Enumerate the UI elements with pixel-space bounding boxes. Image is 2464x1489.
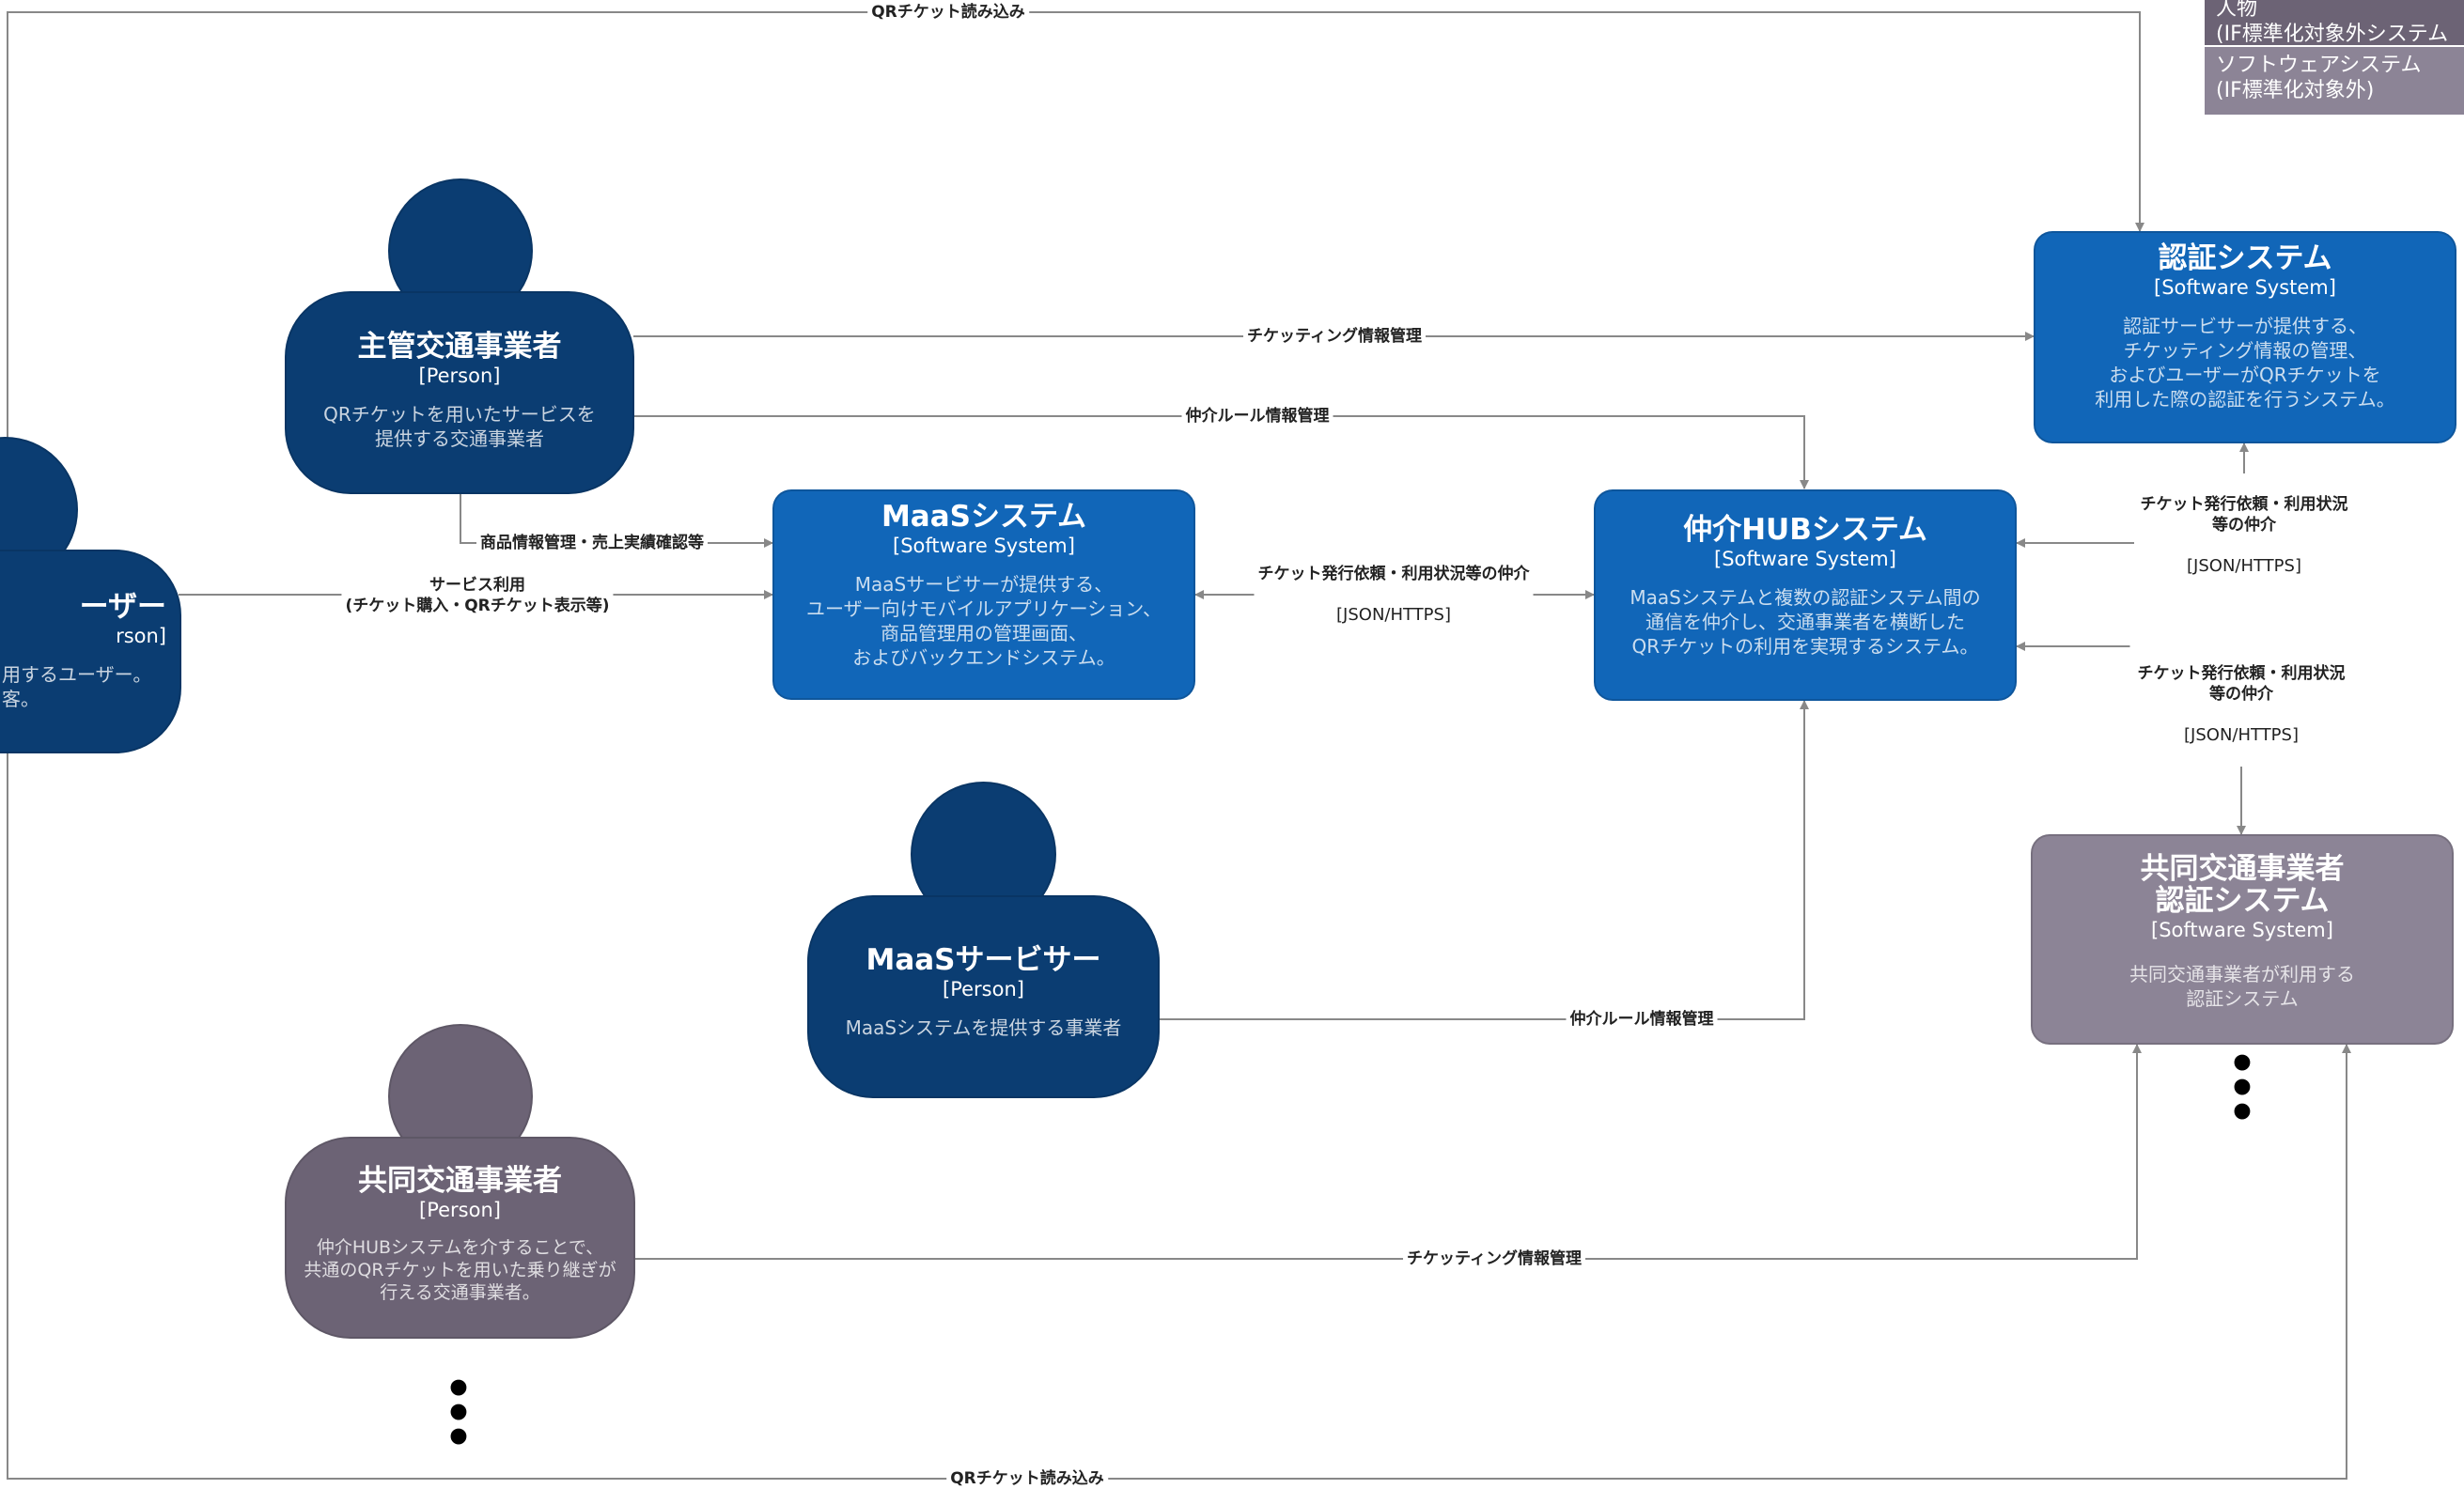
person-body: 主管交通事業者 [Person] QRチケットを用いたサービスを 提供する交通事…: [285, 291, 634, 494]
node-type: [Person]: [418, 364, 501, 387]
person-body: MaaSサービサー [Person] MaaSシステムを提供する事業者: [807, 895, 1160, 1098]
edge-label-text: チケット発行依頼・利用状況等の仲介: [2140, 495, 2348, 535]
node-title: 主管交通事業者: [357, 330, 562, 364]
edge-rule-shukan: [633, 415, 1809, 489]
node-description: 認証サービサーが提供する、 チケッティング情報の管理、 およびユーザーがQRチケ…: [2095, 315, 2395, 411]
edge-label-text: 商品情報管理・売上実績確認等: [480, 534, 704, 552]
legend-person: 人物 (IF標準化対象外システム: [2205, 0, 2464, 46]
edge-label-text: チケッティング情報管理: [1247, 327, 1422, 346]
node-type: [Software System]: [1714, 548, 1896, 570]
node-description: 共同交通事業者が利用する 認証システム: [2129, 963, 2355, 1010]
edge-label-maas-hub: チケット発行依頼・利用状況等の仲介 [JSON/HTTPS]: [1254, 543, 1534, 646]
person-body: 共同交通事業者 [Person] 仲介HUBシステムを介することで、 共通のQR…: [285, 1137, 635, 1339]
edge-label-ticketing-kyodo: チケッティング情報管理: [1403, 1228, 1585, 1290]
edge-label-rule-shukan: 仲介ルール情報管理: [1181, 385, 1333, 447]
edge-rule-servicer: [1159, 700, 1809, 1020]
edge-label-text: QRチケット読み込み: [950, 1469, 1104, 1488]
node-type: [Software System]: [893, 535, 1075, 557]
node-title: 共同交通事業者 認証システム: [2140, 852, 2345, 918]
node-type: [Software System]: [2154, 276, 2336, 299]
more-operators-ellipsis: •••: [444, 1363, 474, 1465]
edge-label-text: チケッティング情報管理: [1407, 1249, 1582, 1268]
edge-qr-bottom: [7, 752, 2351, 1480]
node-description: MaaSシステムを提供する事業者: [845, 1016, 1122, 1039]
node-type: rson]: [116, 625, 166, 647]
node-description: MaaSシステムと複数の認証システム間の 通信を仲介し、交通事業者を横断した Q…: [1630, 586, 1981, 658]
node-type: [Person]: [943, 978, 1024, 1000]
node-type: [Person]: [419, 1199, 501, 1221]
edge-qr-top: [7, 11, 2144, 752]
edge-label-text: チケット発行依頼・利用状況等の仲介: [1257, 565, 1530, 583]
node-title: MaaSサービサー: [866, 943, 1101, 977]
node-type: [Software System]: [2151, 919, 2333, 941]
auth-system-box[interactable]: 認証システム [Software System] 認証サービサーが提供する、 チ…: [2034, 231, 2456, 443]
edge-label-text: サービス利用 (チケット購入・QRチケット表示等): [345, 576, 610, 615]
edge-label-ticketing-shukan: チケッティング情報管理: [1243, 305, 1426, 367]
edge-label-rule-servicer: 仲介ルール情報管理: [1566, 988, 1718, 1050]
edge-label-qr-top: QRチケット読み込み: [867, 0, 1029, 43]
edge-label-text: 仲介ルール情報管理: [1185, 407, 1330, 426]
node-description: 用するユーザー。 客。: [2, 663, 152, 710]
node-title: 共同交通事業者: [358, 1164, 562, 1198]
maas-system-box[interactable]: MaaSシステム [Software System] MaaSサービサーが提供す…: [772, 489, 1195, 700]
node-title: 仲介HUBシステム: [1683, 513, 1927, 547]
edge-label-service-use: サービス利用 (チケット購入・QRチケット表示等): [341, 554, 614, 637]
edge-label-hub-kyodo: チケット発行依頼・利用状況等の仲介 [JSON/HTTPS]: [2129, 643, 2353, 767]
legend: 人物 (IF標準化対象外システム ソフトウェアシステム (IF標準化対象外): [2205, 0, 2464, 115]
edge-label-tech: [JSON/HTTPS]: [2184, 725, 2299, 745]
edge-label-tech: [JSON/HTTPS]: [2187, 556, 2301, 576]
node-title: 認証システム: [2158, 241, 2332, 275]
node-title: ーザー: [79, 590, 166, 624]
more-systems-ellipsis: •••: [2227, 1038, 2257, 1140]
edge-label-hub-auth: チケット発行依頼・利用状況等の仲介 [JSON/HTTPS]: [2134, 473, 2354, 597]
edge-ticketing-kyodo: [635, 1044, 2142, 1260]
node-description: MaaSサービサーが提供する、 ユーザー向けモバイルアプリケーション、 商品管理…: [806, 573, 1162, 669]
edge-label-text: 仲介ルール情報管理: [1569, 1010, 1714, 1029]
legend-software-system: ソフトウェアシステム (IF標準化対象外): [2205, 47, 2464, 115]
kyodo-auth-system-box[interactable]: 共同交通事業者 認証システム [Software System] 共同交通事業者…: [2031, 834, 2454, 1045]
hub-system-box[interactable]: 仲介HUBシステム [Software System] MaaSシステムと複数の…: [1594, 489, 2017, 701]
edge-label-tech: [JSON/HTTPS]: [1336, 605, 1451, 625]
person-body: ーザー rson] 用するユーザー。 客。: [0, 550, 181, 753]
node-title: MaaSシステム: [881, 500, 1087, 534]
edge-label-text: チケット発行依頼・利用状況等の仲介: [2137, 664, 2346, 704]
edge-label-qr-bottom: QRチケット読み込み: [946, 1448, 1108, 1489]
node-description: QRチケットを用いたサービスを 提供する交通事業者: [323, 403, 596, 450]
node-description: 仲介HUBシステムを介することで、 共通のQRチケットを用いた乗り継ぎが 行える…: [304, 1237, 616, 1303]
edge-label-text: QRチケット読み込み: [871, 3, 1025, 22]
